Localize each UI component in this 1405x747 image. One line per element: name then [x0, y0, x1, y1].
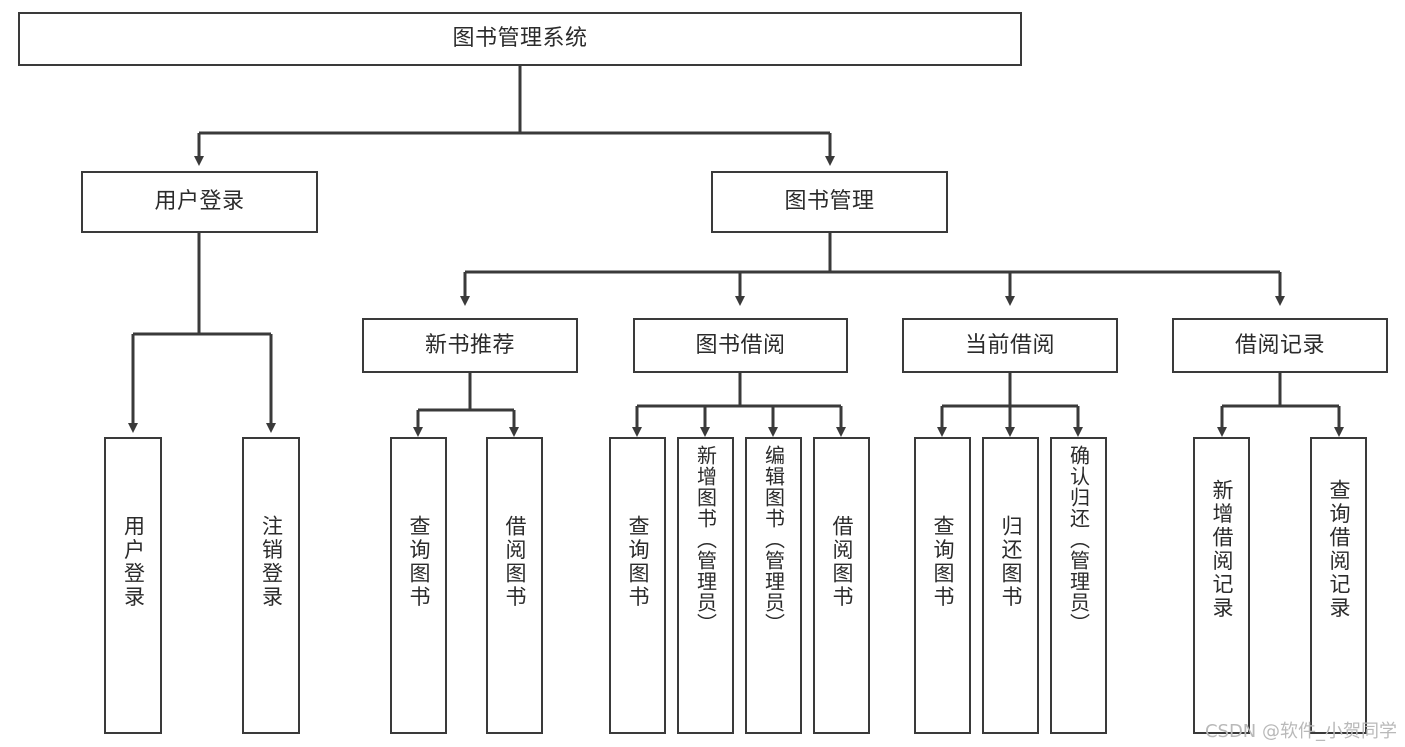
leaf-edit-book-admin[interactable]: 编辑图书（管理员） — [745, 437, 802, 734]
node-label: 用户登录 — [154, 189, 245, 215]
node-current-borrow[interactable]: 当前借阅 — [902, 318, 1118, 373]
csdn-watermark: CSDN @软件_小贺同学 — [1204, 721, 1397, 742]
node-label: 查询图书 — [407, 515, 431, 609]
node-label: 查询图书 — [931, 515, 955, 609]
leaf-query-book-current[interactable]: 查询图书 — [914, 437, 971, 734]
node-label: 借阅图书 — [503, 515, 527, 609]
node-label: 查询借阅记录 — [1327, 479, 1351, 620]
node-label: 当前借阅 — [964, 332, 1055, 358]
leaf-return-book[interactable]: 归还图书 — [982, 437, 1039, 734]
node-label: 注销登录 — [259, 515, 284, 609]
node-label: 归还图书 — [999, 515, 1023, 609]
leaf-user-login[interactable]: 用户登录 — [104, 437, 162, 734]
leaf-query-borrow-record[interactable]: 查询借阅记录 — [1310, 437, 1367, 734]
node-label: 新增图书（管理员） — [693, 445, 718, 634]
node-root-system[interactable]: 图书管理系统 — [18, 12, 1022, 66]
node-label: 借阅记录 — [1234, 332, 1325, 358]
leaf-user-logout[interactable]: 注销登录 — [242, 437, 300, 734]
leaf-add-book-admin[interactable]: 新增图书（管理员） — [677, 437, 734, 734]
leaf-borrow-book[interactable]: 借阅图书 — [813, 437, 870, 734]
node-book-borrow[interactable]: 图书借阅 — [633, 318, 848, 373]
node-label: 借阅图书 — [830, 515, 854, 609]
node-user-login[interactable]: 用户登录 — [81, 171, 318, 233]
node-label: 编辑图书（管理员） — [761, 445, 786, 634]
node-borrow-record[interactable]: 借阅记录 — [1172, 318, 1388, 373]
leaf-add-borrow-record[interactable]: 新增借阅记录 — [1193, 437, 1250, 734]
node-label: 确认归还（管理员） — [1066, 445, 1091, 634]
node-label: 新书推荐 — [424, 332, 515, 358]
node-label: 图书管理系统 — [452, 26, 588, 52]
node-label: 查询图书 — [626, 515, 650, 609]
leaf-confirm-return-admin[interactable]: 确认归还（管理员） — [1050, 437, 1107, 734]
node-new-book-recommend[interactable]: 新书推荐 — [362, 318, 578, 373]
node-book-management[interactable]: 图书管理 — [711, 171, 948, 233]
leaf-borrow-book-recommend[interactable]: 借阅图书 — [486, 437, 543, 734]
leaf-query-book-recommend[interactable]: 查询图书 — [390, 437, 447, 734]
node-label: 图书借阅 — [695, 332, 786, 358]
node-label: 用户登录 — [121, 515, 146, 609]
leaf-query-book-borrow[interactable]: 查询图书 — [609, 437, 666, 734]
node-label: 新增借阅记录 — [1210, 479, 1234, 620]
node-label: 图书管理 — [784, 189, 875, 215]
